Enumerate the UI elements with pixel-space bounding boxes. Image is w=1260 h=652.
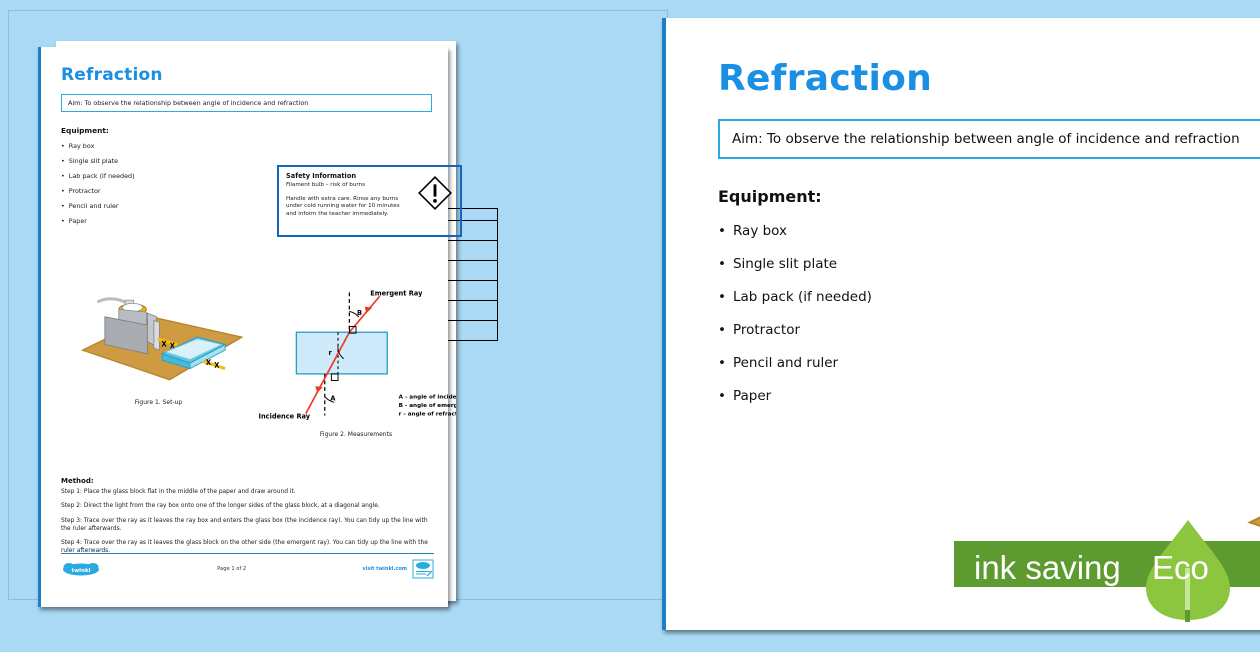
method-section: Method: Step 1: Place the glass block fl… [61, 477, 434, 562]
method-step: Step 2: Direct the light from the ray bo… [61, 503, 380, 510]
svg-text:A - angle of incidence: A - angle of incidence [399, 394, 456, 400]
list-item: Ray box [718, 223, 1260, 239]
method-step: Step 3: Trace over the ray as it leaves … [61, 517, 428, 532]
list-item: Paper [718, 388, 1260, 404]
list-item: Protractor [718, 322, 1260, 338]
page-title: Refraction [61, 65, 163, 85]
equipment-list: Ray box Single slit plate Lab pack (if n… [61, 142, 432, 225]
list-item: Single slit plate [718, 256, 1260, 272]
svg-text:Emergent Ray: Emergent Ray [370, 289, 423, 297]
twinkl-stamp-icon [412, 559, 434, 579]
ink-saving-eco-badge: ink saving Eco [954, 520, 1260, 622]
svg-text:A: A [330, 394, 336, 402]
page-number: Page 1 of 2 [217, 566, 247, 572]
method-step: Step 4: Trace over the ray as it leaves … [61, 540, 428, 555]
list-item: Protractor [61, 187, 432, 195]
equipment-list-zoomed: Ray box Single slit plate Lab pack (if n… [718, 223, 1260, 404]
right-page-1-zoomed[interactable]: Refraction Aim: To observe the relations… [662, 18, 1260, 630]
svg-text:twinkl: twinkl [71, 568, 90, 574]
eco-label-ink-saving: ink saving [974, 549, 1121, 586]
leaf-icon [1146, 520, 1230, 622]
list-item: Single slit plate [61, 157, 432, 165]
figure-2-measurements: B A r Emergent Ray Incidence Ray A - ang… [256, 283, 472, 448]
svg-text:Incidence Ray: Incidence Ray [258, 412, 310, 420]
right-zoom-panel[interactable]: on rs rd Refraction Aim: To observe the … [662, 4, 1260, 630]
safety-information-box: Safety Information Filament bulb – risk … [277, 165, 462, 237]
twinkl-logo[interactable]: twinkl [61, 562, 101, 577]
figure-1-setup-zoomed: Figure 1. Set-up [1224, 418, 1260, 618]
figure-1-setup: Figure 1. Set-up [66, 283, 251, 418]
method-heading: Method: [61, 477, 94, 485]
equipment-heading: Equipment: [61, 126, 109, 135]
ray-box-setup-illustration [80, 297, 244, 381]
svg-text:r: r [329, 349, 333, 357]
svg-text:r - angle of refraction: r - angle of refraction [399, 412, 456, 418]
left-preview-panel[interactable]: Refraction ine. ce ray enters e (B). Rec… [8, 10, 668, 607]
list-item: Lab pack (if needed) [61, 172, 432, 180]
list-item: Lab pack (if needed) [718, 289, 1260, 305]
figure-1-caption: Figure 1. Set-up [134, 399, 183, 406]
ray-box-setup-illustration [1247, 516, 1260, 527]
left-page-1-preview[interactable]: Refraction Aim: To observe the relations… [38, 47, 473, 607]
aim-box: Aim: To observe the relationship between… [61, 94, 432, 112]
refraction-diagram: B A r Emergent Ray Incidence Ray A - ang… [258, 289, 472, 420]
visit-link[interactable]: visit twinkl.com [362, 566, 407, 572]
safety-line-1: Filament bulb – risk of burns [286, 182, 366, 188]
eco-label-eco: Eco [1152, 549, 1209, 586]
method-step: Step 1: Place the glass block flat in th… [61, 489, 296, 495]
list-item: Pencil and ruler [718, 355, 1260, 371]
screenshot-stage: Refraction ine. ce ray enters e (B). Rec… [0, 0, 1260, 630]
equipment-heading-zoomed: Equipment: [718, 187, 822, 206]
svg-text:B - angle of emergence: B - angle of emergence [399, 403, 456, 409]
list-item: Pencil and ruler [61, 202, 432, 210]
page-footer: twinkl Page 1 of 2 visit twinkl.com [61, 553, 434, 579]
aim-box-zoomed: Aim: To observe the relationship between… [718, 119, 1260, 159]
safety-line-2: Handle with extra care. Rinse any burns … [286, 195, 400, 217]
safety-heading: Safety Information [286, 172, 357, 180]
list-item: Paper [61, 217, 432, 225]
list-item: Ray box [61, 142, 432, 150]
figure-2-caption: Figure 2. Measurements [319, 431, 393, 438]
page-title-zoomed: Refraction [718, 58, 933, 99]
warning-triangle-icon [418, 176, 452, 210]
left-figures: Figure 1. Set-up [61, 283, 473, 453]
svg-text:B: B [357, 309, 362, 317]
